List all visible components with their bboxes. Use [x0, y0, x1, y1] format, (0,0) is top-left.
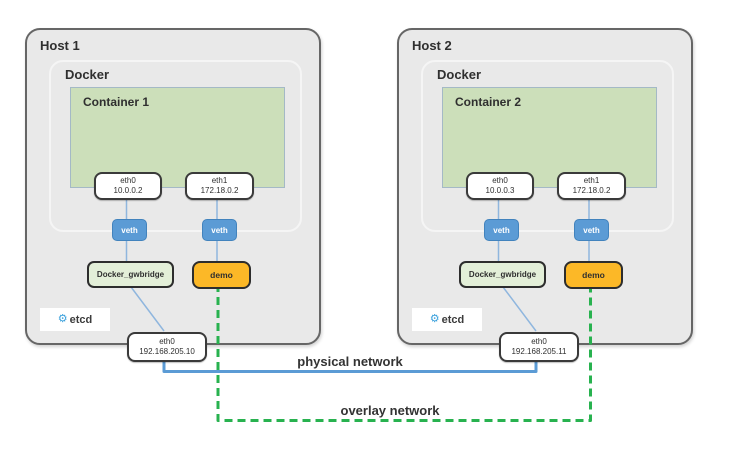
iface-name: eth0 [159, 337, 175, 346]
host-2-etcd-badge: ⚙etcd [412, 308, 482, 331]
host-1-container-label: Container 1 [83, 95, 150, 109]
iface-name: eth1 [583, 176, 600, 185]
host-2-container-eth1: eth1 172.18.0.2 [557, 172, 626, 200]
host-2-overlay-bridge-box: demo [564, 261, 623, 289]
host-1-veth-1-badge: veth [112, 219, 147, 241]
iface-name: eth0 [531, 337, 547, 346]
host-1-title: Host 1 [40, 38, 80, 53]
etcd-label: etcd [441, 313, 465, 326]
host-2-panel: Host 2 Docker Container 2 eth0 10.0.0.3 … [397, 28, 693, 362]
iface-ip: 10.0.0.2 [113, 186, 143, 195]
host-1-panel: Host 1 Docker Container 1 eth0 10.0.0.2 … [25, 28, 321, 362]
host-2-container-eth0: eth0 10.0.0.3 [466, 172, 534, 200]
host-1-container-eth1: eth1 172.18.0.2 [185, 172, 254, 200]
iface-ip: 172.18.0.2 [200, 186, 239, 195]
iface-ip: 172.18.0.2 [572, 186, 611, 195]
physical-network-label: physical network [297, 354, 403, 369]
host-2-veth-1-badge: veth [484, 219, 519, 241]
host-2-gwbridge-box: Docker_gwbridge [459, 261, 546, 288]
host-2-docker-label: Docker [437, 67, 482, 82]
host-1-overlay-bridge-box: demo [192, 261, 251, 289]
host-2-title: Host 2 [412, 38, 452, 53]
host-1-docker-box: Docker [49, 60, 302, 232]
iface-ip: 192.168.205.10 [139, 347, 195, 356]
iface-ip: 192.168.205.11 [511, 347, 567, 356]
host-1-etcd-badge: ⚙etcd [40, 308, 110, 331]
iface-name: eth0 [492, 176, 508, 185]
etcd-gear-icon: ⚙ [429, 313, 440, 325]
h1-bridge-hosteth-link [127, 282, 165, 332]
host-2-veth-2-badge: veth [574, 219, 609, 241]
host-1-docker-label: Docker [65, 67, 110, 82]
overlay-network-label: overlay network [340, 403, 440, 418]
h2-bridge-hosteth-link [499, 282, 537, 332]
etcd-label: etcd [69, 313, 93, 326]
host-2-docker-box: Docker [421, 60, 674, 232]
iface-name: eth1 [211, 176, 228, 185]
iface-name: eth0 [120, 176, 136, 185]
host-1-container-box: Container 1 [70, 87, 285, 188]
etcd-gear-icon: ⚙ [57, 313, 68, 325]
overlay-network-line [216, 284, 592, 422]
host-2-container-box: Container 2 [442, 87, 657, 188]
host-2-host-eth0: eth0 192.168.205.11 [499, 332, 579, 362]
host-1-veth-2-badge: veth [202, 219, 237, 241]
host-1-gwbridge-box: Docker_gwbridge [87, 261, 174, 288]
host-2-container-label: Container 2 [455, 95, 522, 109]
host-1-host-eth0: eth0 192.168.205.10 [127, 332, 207, 362]
iface-ip: 10.0.0.3 [485, 186, 515, 195]
host-1-container-eth0: eth0 10.0.0.2 [94, 172, 162, 200]
